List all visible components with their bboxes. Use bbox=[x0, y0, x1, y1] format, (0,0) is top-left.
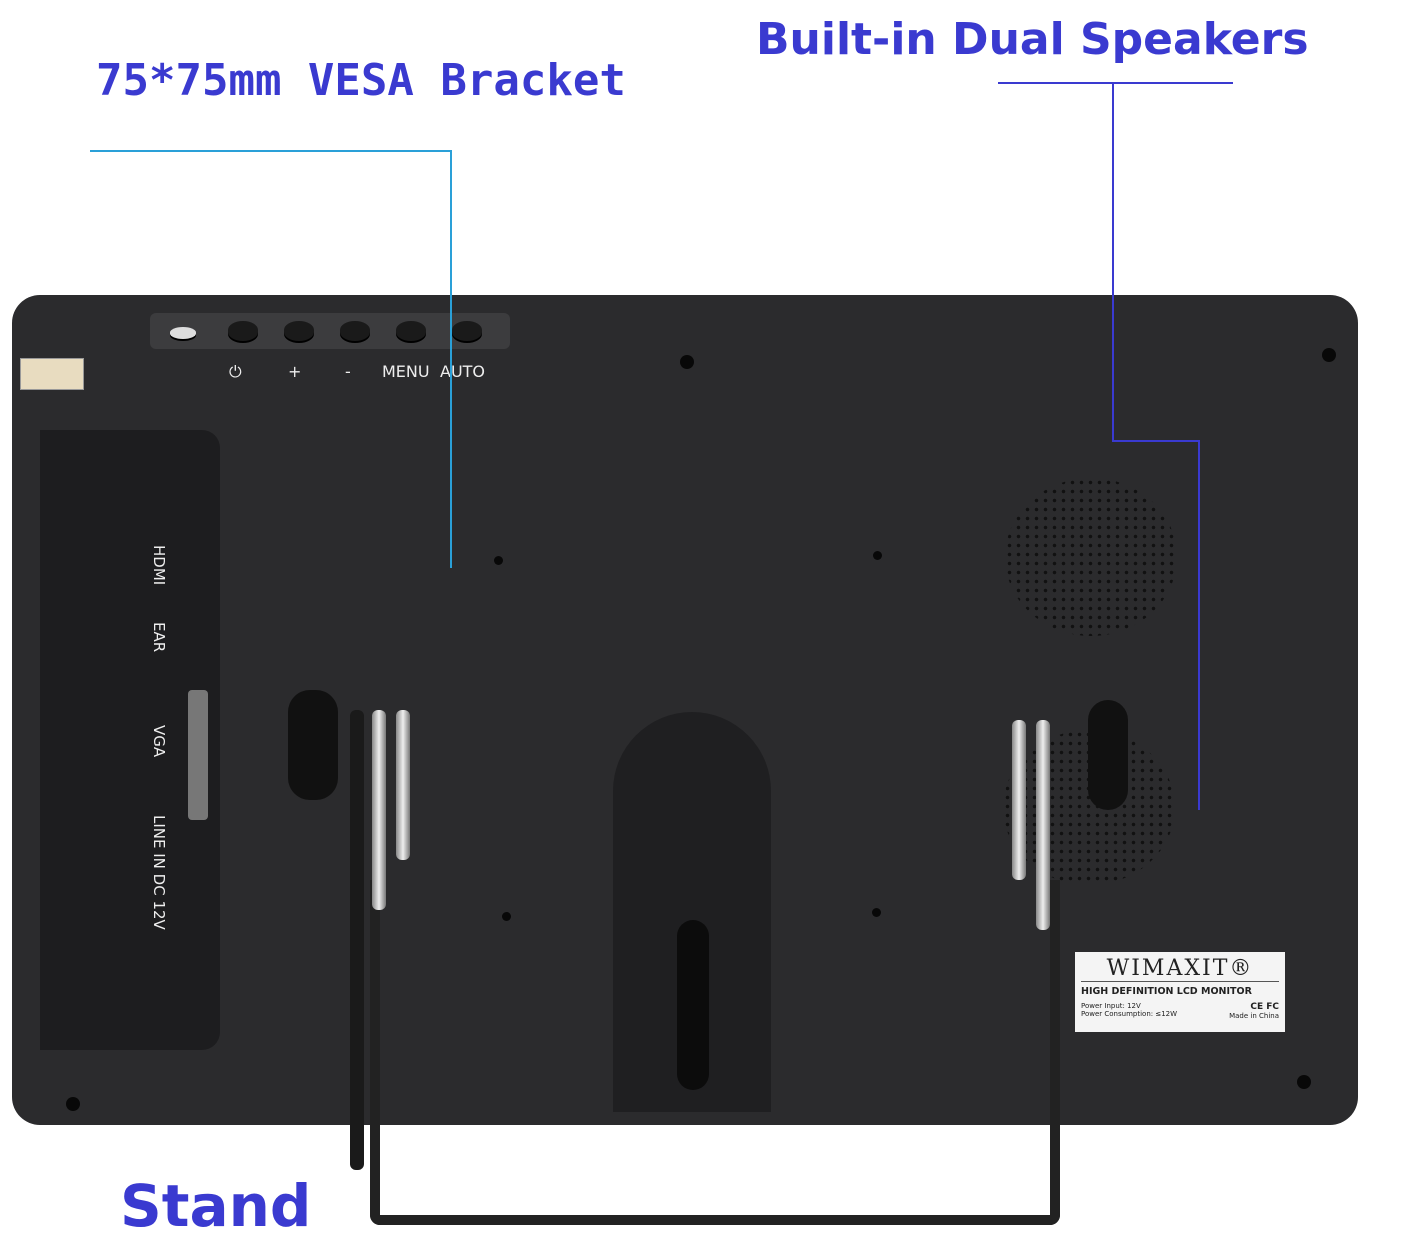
brand-name: WIMAXIT® bbox=[1081, 956, 1279, 982]
power-icon: ⏻ bbox=[229, 362, 242, 381]
menu-label: MENU bbox=[382, 362, 430, 381]
power-input: Power Input: 12V bbox=[1081, 1002, 1141, 1010]
power-led bbox=[170, 327, 196, 339]
vesa-hole bbox=[494, 556, 503, 565]
stand-frame bbox=[370, 880, 1060, 1225]
callout-line bbox=[1112, 82, 1114, 442]
plus-label: + bbox=[288, 362, 302, 381]
stand-knob[interactable] bbox=[1088, 700, 1128, 810]
cert-marks: CE FC bbox=[1250, 1002, 1279, 1012]
vesa-hole bbox=[872, 908, 881, 917]
speaker-grille bbox=[1005, 478, 1177, 636]
plus-button[interactable] bbox=[284, 321, 314, 341]
speaker-grille bbox=[1003, 730, 1175, 885]
stand-wire bbox=[1036, 720, 1050, 930]
screw-hole bbox=[1297, 1075, 1311, 1089]
port-ear: EAR bbox=[150, 622, 168, 653]
callout-line bbox=[998, 82, 1233, 84]
minus-button[interactable] bbox=[340, 321, 370, 341]
stand-knob[interactable] bbox=[288, 690, 338, 800]
minus-label: - bbox=[345, 362, 351, 381]
port-hdmi: HDMI bbox=[150, 545, 168, 586]
product-label: WIMAXIT® HIGH DEFINITION LCD MONITOR Pow… bbox=[1075, 952, 1285, 1032]
screw-hole bbox=[680, 355, 694, 369]
port-vga: VGA bbox=[150, 725, 168, 758]
screw-hole bbox=[1322, 348, 1336, 362]
button-bar bbox=[150, 313, 510, 349]
auto-button[interactable] bbox=[452, 321, 482, 341]
callout-line bbox=[1198, 440, 1200, 810]
menu-button[interactable] bbox=[396, 321, 426, 341]
screw-hole bbox=[66, 1097, 80, 1111]
port-dc: LINE IN DC 12V bbox=[150, 815, 168, 930]
power-consumption: Power Consumption: ≤12W bbox=[1081, 1010, 1178, 1018]
barcode-sticker bbox=[20, 358, 84, 390]
callout-line bbox=[1112, 440, 1200, 442]
origin: Made in China bbox=[1229, 1012, 1279, 1020]
stand-callout: Stand bbox=[120, 1172, 312, 1240]
speakers-callout: Built-in Dual Speakers bbox=[756, 14, 1309, 65]
stand-slot bbox=[677, 920, 709, 1090]
auto-label: AUTO bbox=[440, 362, 486, 381]
vesa-hole bbox=[502, 912, 511, 921]
callout-line bbox=[450, 150, 452, 568]
vga-connector bbox=[188, 690, 208, 820]
power-button[interactable] bbox=[228, 321, 258, 341]
vesa-callout: 75*75mm VESA Bracket bbox=[96, 55, 626, 106]
stand-leg bbox=[350, 710, 364, 1170]
vesa-hole bbox=[873, 551, 882, 560]
label-subtitle: HIGH DEFINITION LCD MONITOR bbox=[1081, 986, 1252, 997]
stand-wire bbox=[372, 710, 386, 910]
callout-line bbox=[90, 150, 452, 152]
stand-wire bbox=[396, 710, 410, 860]
stand-wire bbox=[1012, 720, 1026, 880]
